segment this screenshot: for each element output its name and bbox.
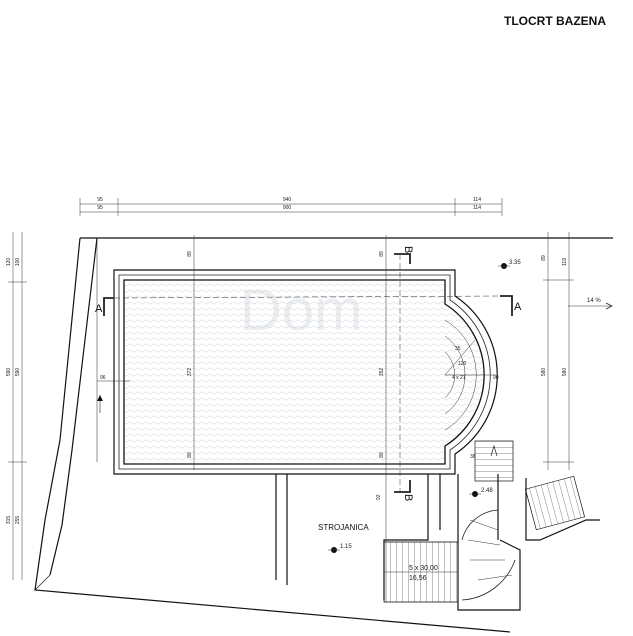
pool-outer-edge bbox=[113, 269, 498, 475]
dim-radius: 120 bbox=[458, 361, 467, 367]
level-marker-machine-room: 1.15 bbox=[328, 544, 352, 553]
watermark: Dom bbox=[240, 278, 362, 343]
side-stair: 38 bbox=[457, 440, 600, 611]
dim-right-mid-2: 580 bbox=[562, 368, 568, 377]
dim-right-upper-1: 89 bbox=[541, 255, 547, 261]
north-arrow-icon bbox=[97, 395, 103, 413]
level-marker-stair: 2.48 bbox=[469, 488, 493, 497]
dim-small-a: 35 bbox=[455, 346, 461, 352]
machine-room-label: STROJANICA bbox=[318, 523, 369, 532]
dim-pool-depth: 372 bbox=[187, 368, 193, 377]
dim-left-upper-2: 100 bbox=[15, 258, 21, 267]
pool-coping bbox=[118, 274, 491, 470]
level-stair-top: 2.48 bbox=[481, 488, 493, 494]
slope-label: 14 % bbox=[587, 298, 601, 304]
dim-left-mid-2: 590 bbox=[15, 368, 21, 377]
dim-steps: 4 x 21 bbox=[452, 375, 466, 381]
level-machine-room: 1.15 bbox=[340, 544, 352, 550]
dim-small-c: 92 bbox=[376, 494, 382, 500]
site-walls bbox=[34, 237, 613, 633]
section-b: B B bbox=[394, 246, 414, 501]
top-dimension-chain: 95 940 114 95 900 114 bbox=[79, 197, 503, 216]
dim-pool-right-top: 89 bbox=[379, 251, 385, 257]
dim-left-mid-1: 590 bbox=[6, 368, 12, 377]
dim-pool-right-bottom: 89 bbox=[379, 452, 385, 458]
section-b-top-label: B bbox=[402, 246, 414, 253]
dim-left-lower-2: 255 bbox=[15, 516, 21, 525]
dim-small-b: 38 bbox=[470, 454, 476, 460]
dim-pool-inner: 352 bbox=[379, 368, 385, 377]
dim-top-right-1: 114 bbox=[473, 197, 481, 203]
section-b-bottom-label: B bbox=[402, 494, 414, 501]
drawing-title: TLOCRT BAZENA bbox=[504, 14, 606, 28]
slope-indicator: 14 % bbox=[568, 298, 613, 310]
dim-right-upper-2: 119 bbox=[562, 258, 568, 266]
dim-left-upper-1: 120 bbox=[6, 258, 12, 267]
dim-side-small: 96 bbox=[100, 375, 106, 381]
dim-pool-left-top: 89 bbox=[187, 251, 193, 257]
dim-top-left-1: 95 bbox=[97, 197, 103, 203]
section-a-right-label: A bbox=[514, 301, 522, 313]
dim-top-right-2: 114 bbox=[473, 205, 481, 211]
dim-top-mid-1: 940 bbox=[283, 197, 292, 203]
right-dimension-chain: 89 119 580 580 bbox=[541, 232, 574, 470]
dim-stair-bottom: 90 bbox=[493, 375, 499, 381]
pool-water bbox=[123, 279, 485, 465]
staircase: 5 x 30,00 16,56 bbox=[383, 541, 459, 603]
dim-right-mid-1: 580 bbox=[541, 368, 547, 377]
stair-info-1: 5 x 30,00 bbox=[409, 565, 438, 572]
level-pool-corner: 3.35 bbox=[509, 260, 521, 266]
section-a: A A bbox=[95, 295, 522, 316]
dim-top-left-2: 95 bbox=[97, 205, 103, 211]
pool-dimensions: 89 372 89 89 352 89 96 90 bbox=[97, 235, 499, 602]
section-a-left-label: A bbox=[95, 303, 103, 315]
stair-info-2: 16,56 bbox=[409, 575, 427, 582]
dim-pool-left-bottom: 89 bbox=[187, 452, 193, 458]
dim-left-lower-1: 315 bbox=[6, 516, 12, 525]
left-dimension-chain: 120 100 590 590 315 255 bbox=[6, 232, 27, 580]
dim-top-mid-2: 900 bbox=[283, 205, 292, 211]
level-marker-pool: 3.35 bbox=[498, 260, 521, 269]
pool: 120 4 x 21 35 bbox=[113, 269, 498, 475]
